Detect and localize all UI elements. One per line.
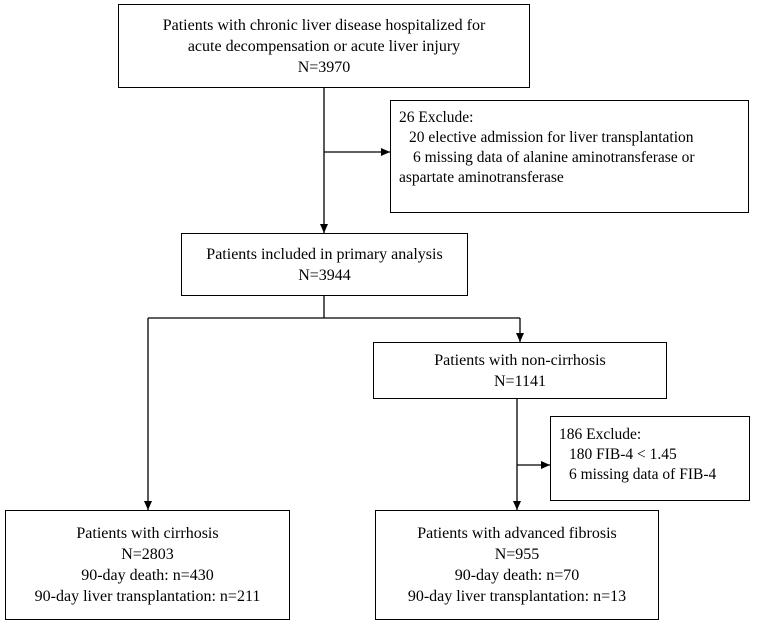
primary-count: N=3944	[298, 266, 351, 284]
exclude2-heading: 186 Exclude:	[559, 426, 642, 443]
exclude1-item-2-line-2: aspartate aminotransferase	[399, 169, 564, 186]
cirrhosis-death: 90-day death: n=430	[81, 567, 214, 584]
cirrhosis-outcome-box: Patients with cirrhosis N=2803 90-day de…	[5, 510, 290, 620]
fibrosis-outcome-box: Patients with advanced fibrosis N=955 90…	[375, 510, 659, 620]
exclude1-item-2-line-1: 6 missing data of alanine aminotransfera…	[413, 149, 695, 166]
fibrosis-count: N=955	[494, 546, 540, 563]
start-count: N=3970	[297, 58, 351, 76]
primary-analysis-box: Patients included in primary analysis N=…	[181, 233, 468, 296]
exclude2-item-2: 6 missing data of FIB-4	[569, 466, 717, 483]
start-population-box: Patients with chronic liver disease hosp…	[118, 4, 530, 88]
start-line-1: Patients with chronic liver disease hosp…	[162, 16, 486, 34]
exclusion-box-1: 26 Exclude: 20 elective admission for li…	[390, 100, 749, 213]
exclude1-item-1: 20 elective admission for liver transpla…	[409, 129, 694, 146]
fibrosis-death: 90-day death: n=70	[454, 567, 580, 584]
exclusion-box-2: 186 Exclude: 180 FIB-4 < 1.45 6 missing …	[550, 416, 750, 501]
cirrhosis-title: Patients with cirrhosis	[76, 525, 219, 542]
noncirrhosis-box: Patients with non-cirrhosis N=1141	[373, 342, 667, 399]
cirrhosis-count: N=2803	[121, 546, 174, 563]
noncirrhosis-count: N=1141	[494, 372, 546, 390]
exclude2-item-1: 180 FIB-4 < 1.45	[569, 446, 677, 463]
exclude1-heading: 26 Exclude:	[399, 109, 474, 126]
fibrosis-title: Patients with advanced fibrosis	[417, 525, 617, 542]
primary-title: Patients included in primary analysis	[206, 245, 443, 263]
fibrosis-transplant: 90-day liver transplantation: n=13	[407, 588, 627, 605]
noncirrhosis-title: Patients with non-cirrhosis	[434, 351, 606, 369]
cirrhosis-transplant: 90-day liver transplantation: n=211	[34, 588, 261, 605]
start-line-2: acute decompensation or acute liver inju…	[187, 37, 461, 55]
